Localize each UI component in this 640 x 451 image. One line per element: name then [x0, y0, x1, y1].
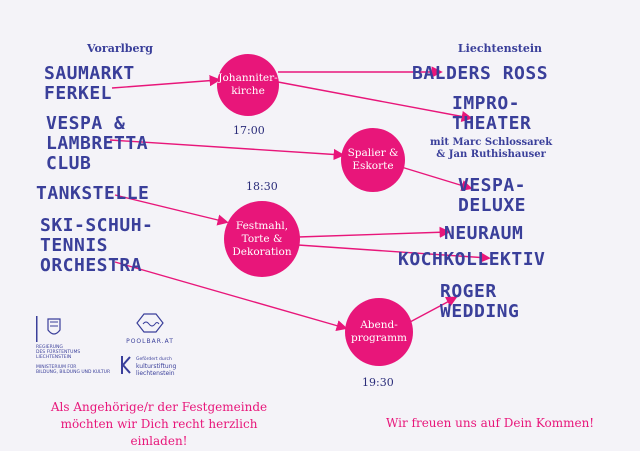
region-right: Liechtenstein — [457, 42, 543, 55]
arrow-saumarkt-johanniter — [111, 75, 221, 89]
act-vespa-lambretta: VESPA & LAMBRETTA CLUB — [46, 113, 149, 174]
poolbar-text: POOLBAR.AT — [126, 338, 174, 345]
impro-subtitle: mit Marc Schlossarek & Jan Ruthishauser — [430, 137, 553, 160]
arrow-festmahl-neuraum — [297, 226, 451, 238]
logo-kulturstiftung: Gefördert durch kulturstiftung liechtens… — [120, 354, 200, 378]
arrow-spalier-vespadeluxe — [397, 165, 473, 191]
station-spalier-eskorte: Spalier &Eskorte — [341, 128, 405, 192]
time-1930: 19:30 — [362, 376, 394, 389]
logo-regierung: REGIERUNG DES FÜRSTENTUMS LIECHTENSTEIN … — [36, 316, 116, 375]
station-abendprogramm: Abend-programm — [345, 298, 413, 366]
act-kochkollektiv: KOCHKOLLEKTIV — [398, 249, 546, 270]
act-balders-ross: BALDERS ROSS — [412, 63, 549, 84]
time-17: 17:00 — [233, 124, 265, 137]
act-ski-schuh-orchestra: SKI-SCHUH- TENNIS ORCHESTRA — [40, 215, 154, 276]
region-left: Vorarlberg — [87, 42, 153, 55]
station-festmahl: Festmahl,Torte &Dekoration — [224, 201, 300, 277]
time-1830: 18:30 — [246, 180, 278, 193]
arrow-festmahl-koch — [297, 244, 491, 264]
footer-invitation: Als Angehörige/r der Festgemeinde möchte… — [50, 400, 268, 448]
arrow-tankstelle-festmahl — [114, 194, 229, 226]
act-roger-wedding: ROGER WEDDING — [440, 281, 520, 322]
logo-poolbar: POOLBAR.AT — [120, 312, 180, 345]
k-mark-icon — [121, 356, 131, 374]
act-vespa-deluxe: VESPA- DELUXE — [458, 175, 527, 216]
crest-icon — [36, 316, 61, 342]
act-impro-theater: IMPRO- THEATER — [452, 93, 532, 134]
arrow-vespa-spalier — [109, 139, 345, 161]
act-saumarkt-ferkel: SAUMARKT FERKEL — [44, 63, 135, 104]
footer-closing: Wir freuen uns auf Dein Kommen! — [386, 416, 595, 430]
arrow-ski-abend — [114, 261, 348, 332]
station-johanniterkirche: Johanniter-kirche — [217, 54, 279, 116]
act-tankstelle: TANKSTELLE — [36, 183, 150, 204]
poolbar-mark-icon — [136, 313, 164, 333]
arrow-johanniter-impro — [277, 81, 473, 122]
arrow-abend-roger — [409, 296, 458, 323]
act-neuraum: NEURAUM — [444, 223, 524, 244]
